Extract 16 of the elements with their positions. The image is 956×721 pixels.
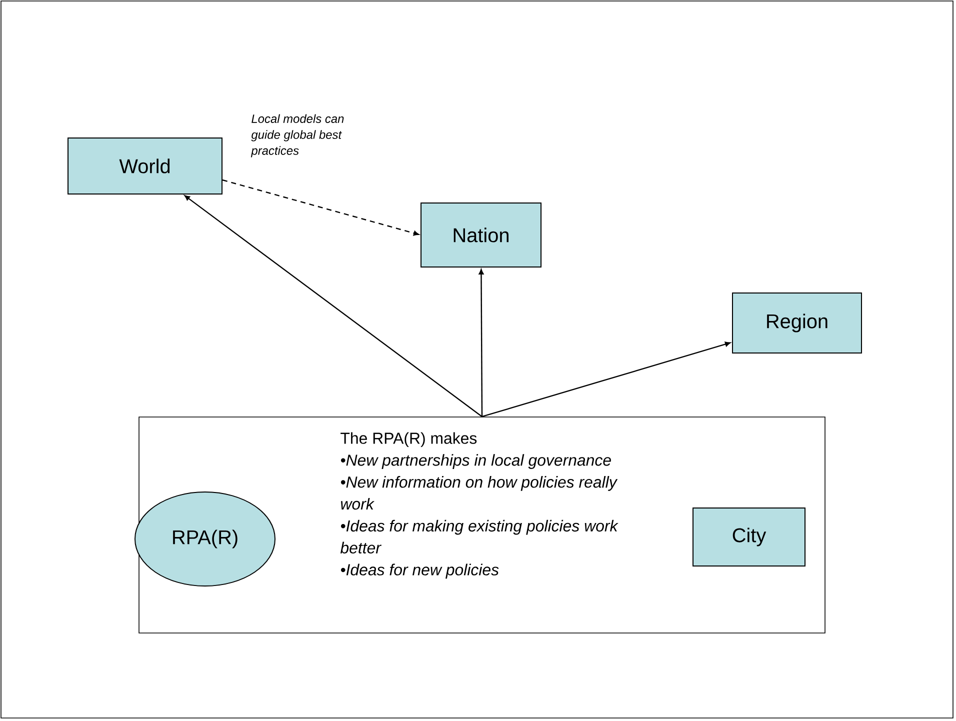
- process-box: World: [68, 138, 222, 194]
- heading-text: The RPA(R) makes: [340, 432, 477, 448]
- arrow: [482, 342, 730, 418]
- process-box: Region: [732, 292, 862, 354]
- process-box: City: [692, 508, 806, 566]
- bullet-text: •New information on how policies really work: [340, 476, 618, 510]
- arrow: [222, 179, 419, 236]
- bullet-text: •Ideas for new policies: [340, 564, 499, 579]
- group-box: [138, 416, 826, 634]
- process-box: Nation: [420, 202, 542, 268]
- arrow: [478, 269, 484, 417]
- arrow: [184, 195, 482, 418]
- edge-label: Local models can guide global best practices: [250, 114, 344, 158]
- bullet-text: •Ideas for making existing policies work better: [340, 520, 618, 554]
- bullet-text: •New partnerships in local governance: [340, 454, 611, 469]
- ellipse-node: RPA(R): [134, 492, 276, 586]
